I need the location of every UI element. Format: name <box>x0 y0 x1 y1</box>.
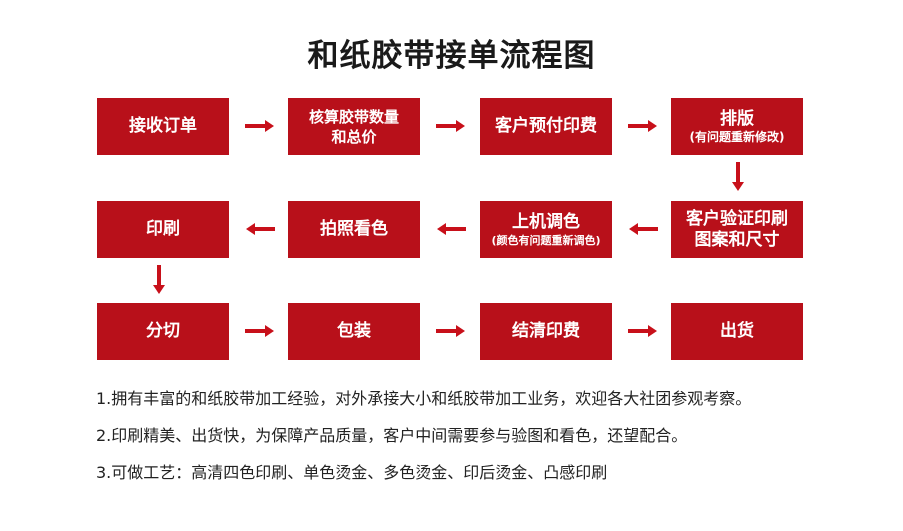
step-customer-prepay: 客户预付印费 <box>480 98 612 155</box>
arrow-right-icon <box>628 325 657 337</box>
step-label: 分切 <box>146 321 180 341</box>
step-label: 核算胶带数量 <box>308 107 399 126</box>
step-label: 上机调色 <box>512 211 580 232</box>
note-line: 1.拥有丰富的和纸胶带加工经验，对外承接大小和纸胶带加工业务，欢迎各大社团参观考… <box>96 389 752 408</box>
step-label: 客户预付印费 <box>495 116 597 136</box>
step-machine-color-adjust: 上机调色 (颜色有问题重新调色) <box>480 201 612 258</box>
step-slitting: 分切 <box>97 303 229 360</box>
arrow-right-icon <box>628 120 657 132</box>
arrow-left-icon <box>629 223 658 235</box>
step-label-line2: 和总价 <box>331 127 377 146</box>
step-label: 接收订单 <box>129 116 197 136</box>
diagram-title: 和纸胶带接单流程图 <box>307 38 596 74</box>
step-settle-payment: 结清印费 <box>480 303 612 360</box>
step-typesetting: 排版 (有问题重新修改) <box>671 98 803 155</box>
arrow-right-icon <box>436 325 465 337</box>
notes-section: 1.拥有丰富的和纸胶带加工经验，对外承接大小和纸胶带加工业务，欢迎各大社团参观考… <box>96 386 751 497</box>
step-label: 结清印费 <box>512 321 580 341</box>
note-line: 2.印刷精美、出货快，为保障产品质量，客户中间需要参与验图和看色，还望配合。 <box>96 426 688 445</box>
step-shipping: 出货 <box>671 303 803 360</box>
step-packaging: 包装 <box>288 303 420 360</box>
step-sublabel: (颜色有问题重新调色) <box>491 233 601 247</box>
step-photo-check-color: 拍照看色 <box>288 201 420 258</box>
arrow-down-icon <box>732 162 744 191</box>
step-receive-order: 接收订单 <box>97 98 229 155</box>
note-line: 3.可做工艺：高清四色印刷、单色烫金、多色烫金、印后烫金、凸感印刷 <box>96 463 608 482</box>
step-label-line2: 图案和尺寸 <box>694 229 780 250</box>
arrow-left-icon <box>246 223 275 235</box>
step-label: 拍照看色 <box>320 219 388 239</box>
step-calculate-quantity-price: 核算胶带数量 和总价 <box>288 98 420 155</box>
step-label: 印刷 <box>146 219 180 239</box>
step-label: 出货 <box>720 321 754 341</box>
step-label: 包装 <box>337 321 371 341</box>
arrow-left-icon <box>437 223 466 235</box>
step-customer-verify-pattern: 客户验证印刷 图案和尺寸 <box>671 201 803 258</box>
step-label: 客户验证印刷 <box>686 208 788 229</box>
arrow-down-icon <box>153 265 165 294</box>
step-sublabel: (有问题重新修改) <box>689 129 785 144</box>
step-printing: 印刷 <box>97 201 229 258</box>
arrow-right-icon <box>436 120 465 132</box>
arrow-right-icon <box>245 325 274 337</box>
arrow-right-icon <box>245 120 274 132</box>
step-label: 排版 <box>720 108 754 129</box>
